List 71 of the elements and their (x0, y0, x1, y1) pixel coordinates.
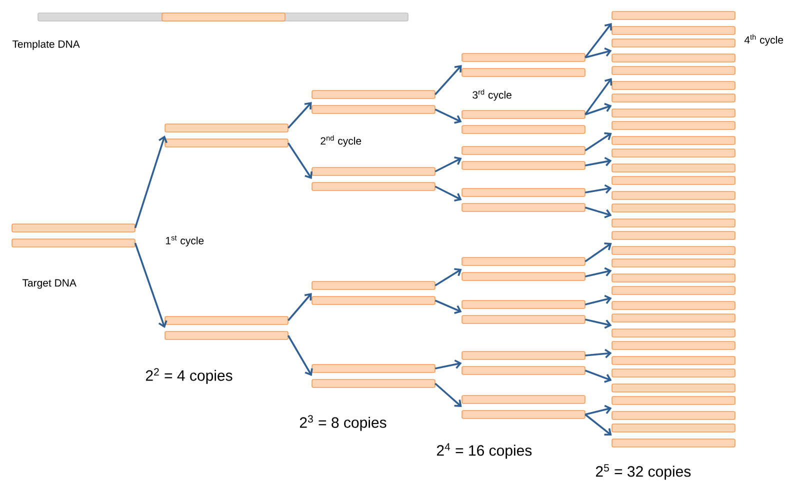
dna-double-strand (612, 258, 736, 282)
arrow (434, 382, 462, 407)
dna-double-strand (164, 124, 288, 148)
dna-double-strand (462, 146, 586, 170)
dna-double-strand (612, 341, 736, 365)
dna-double-strand (612, 176, 736, 200)
arrow (585, 318, 612, 329)
dna-double-strand (612, 396, 736, 420)
arrow (434, 108, 462, 124)
arrow (584, 78, 612, 116)
dna-label: Target DNA (22, 279, 76, 289)
arrow (584, 206, 612, 218)
cycle-label: 2$^{nd}$ cycle (320, 135, 362, 147)
arrow (584, 294, 612, 306)
arrow (584, 404, 612, 416)
dna-double-strand (462, 351, 586, 375)
arrow (585, 348, 612, 358)
copies-label: 2$^{5}$ = 32 copies (596, 464, 691, 480)
dna-double-strand (462, 300, 586, 324)
dna-double-strand (612, 148, 736, 172)
arrow (134, 242, 168, 328)
dna-double-strand (612, 94, 736, 118)
dna-double-strand (312, 364, 436, 388)
dna-double-strand (462, 110, 586, 134)
arrow (288, 293, 312, 322)
dna-double-strand (312, 90, 436, 114)
dna-double-strand (612, 368, 736, 392)
arrow (584, 242, 612, 262)
arrow (134, 136, 168, 228)
dna-double-strand (462, 188, 586, 212)
arrow (434, 300, 462, 314)
arrow (584, 23, 612, 58)
arrow (287, 335, 313, 376)
arrow (434, 186, 462, 202)
copies-label: 2$^{4}$ = 16 copies (436, 443, 532, 459)
dna-double-strand (612, 121, 736, 145)
cycle-label: 1$^{st}$ cycle (166, 236, 204, 246)
cycle-label: 4$^{th}$ cycle (744, 34, 784, 46)
arrow (584, 102, 612, 116)
dna-double-strand (462, 395, 586, 419)
arrow (584, 414, 612, 436)
dna-double-strand (612, 38, 736, 62)
arrow (435, 360, 462, 370)
dna-double-strand (612, 231, 736, 255)
cycle-label: 3$^{rd}$ cycle (472, 89, 512, 101)
dna-double-strand (312, 167, 436, 191)
arrow (288, 102, 312, 129)
dna-double-strand (612, 286, 736, 310)
arrow (584, 370, 612, 383)
arrow (584, 47, 612, 58)
arrow (585, 267, 612, 278)
arrow (585, 156, 612, 166)
dna-double-strand (612, 204, 736, 228)
dna-double-strand (462, 53, 586, 77)
dna-double-strand (12, 224, 136, 248)
dna-double-strand (164, 316, 288, 340)
arrow (584, 132, 612, 152)
dna-double-strand (462, 257, 586, 281)
copies-label: 2$^{3}$ = 8 copies (300, 415, 386, 431)
dna-double-strand (612, 314, 736, 338)
arrow (434, 268, 462, 286)
arrow (585, 184, 612, 194)
dna-double-strand (612, 11, 736, 35)
arrow (434, 65, 462, 96)
copies-label: 2$^{2}$ = 4 copies (146, 368, 232, 384)
dna-double-strand (612, 66, 736, 90)
dna-double-strand (312, 281, 436, 305)
arrow (287, 142, 313, 179)
dna-label: Template DNA (12, 40, 80, 50)
dna-double-strand (612, 424, 736, 448)
arrow (434, 156, 462, 172)
